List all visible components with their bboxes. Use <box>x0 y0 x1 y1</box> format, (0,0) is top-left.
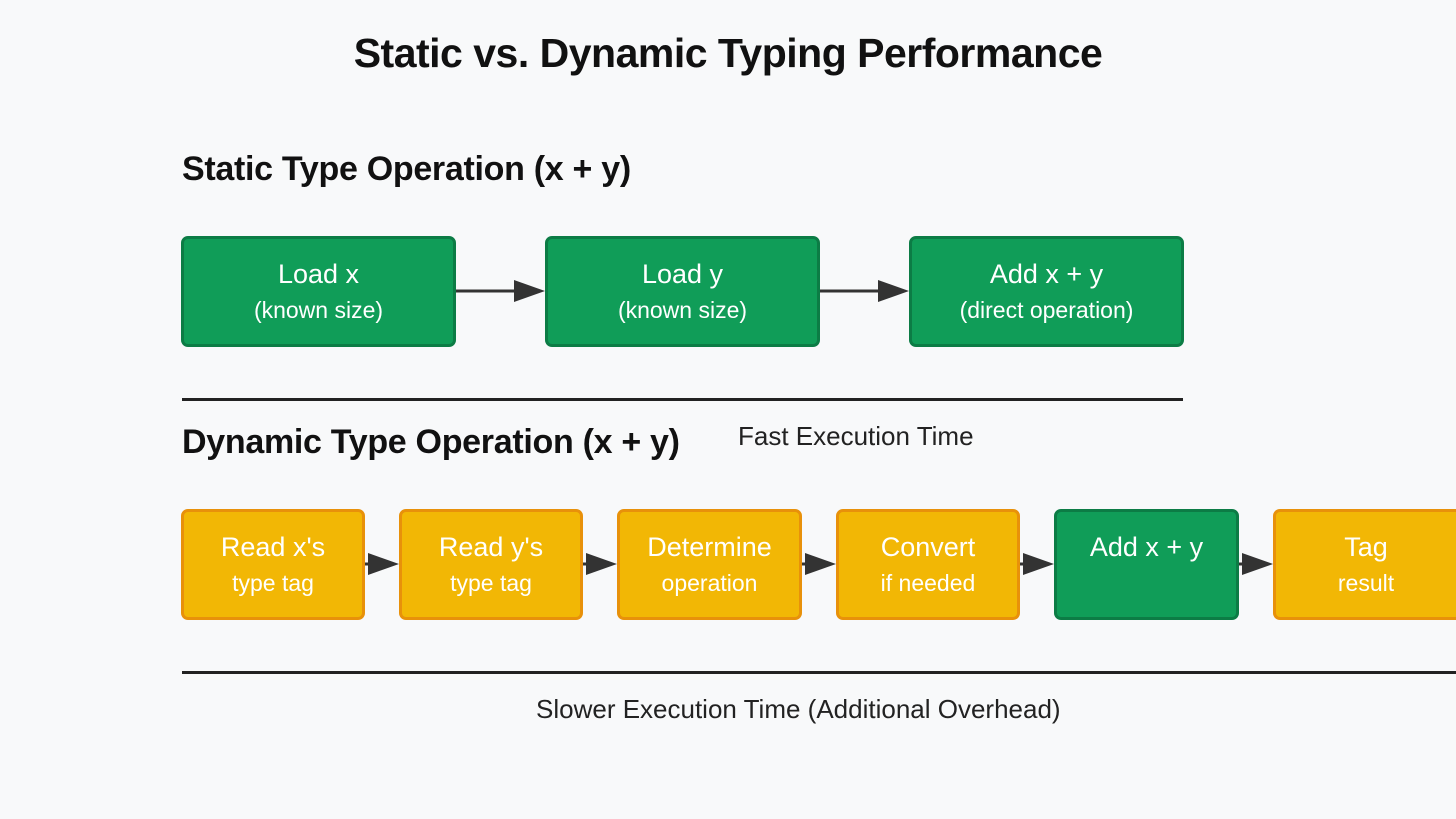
step-title: Load y <box>641 259 724 289</box>
step-title: Load x <box>277 259 360 289</box>
dynamic-caption: Slower Execution Time (Additional Overhe… <box>536 694 1061 724</box>
step-subtitle: type tag <box>232 570 314 596</box>
dynamic-step-read-y-tag: Read y's type tag <box>399 509 583 620</box>
step-title: Convert <box>880 532 976 562</box>
step-title: Read x's <box>220 532 326 562</box>
dynamic-section-heading: Dynamic Type Operation (x + y) <box>182 423 680 461</box>
dynamic-step-determine: Determine operation <box>617 509 802 620</box>
arrow-head <box>514 280 545 302</box>
step-subtitle: (known size) <box>617 297 748 323</box>
step-subtitle: operation <box>661 570 758 596</box>
dynamic-timeline-rule <box>182 671 1456 674</box>
static-step-load-x: Load x (known size) <box>181 236 456 347</box>
arrow-head <box>1242 553 1273 575</box>
arrow-head <box>368 553 399 575</box>
static-timeline-rule <box>182 398 1183 401</box>
step-title: Read y's <box>438 532 544 562</box>
static-caption: Fast Execution Time <box>738 421 974 451</box>
step-subtitle: type tag <box>450 570 532 596</box>
step-title: Tag <box>1344 532 1388 562</box>
static-step-load-y: Load y (known size) <box>545 236 820 347</box>
step-subtitle: result <box>1337 570 1395 596</box>
arrow-head <box>878 280 909 302</box>
step-title: Add x + y <box>1089 532 1204 562</box>
step-subtitle: if needed <box>880 570 976 596</box>
dynamic-step-read-x-tag: Read x's type tag <box>181 509 365 620</box>
step-subtitle: (direct operation) <box>959 297 1134 323</box>
step-title: Add x + y <box>989 259 1104 289</box>
step-title: Determine <box>647 532 772 562</box>
arrow-head <box>1023 553 1054 575</box>
arrow-head <box>805 553 836 575</box>
diagram-title: Static vs. Dynamic Typing Performance <box>353 30 1103 76</box>
dynamic-step-tag-result: Tag result <box>1273 509 1456 620</box>
dynamic-step-add: Add x + y <box>1054 509 1239 620</box>
dynamic-step-convert: Convert if needed <box>836 509 1020 620</box>
arrow-head <box>586 553 617 575</box>
step-subtitle: (known size) <box>253 297 384 323</box>
static-step-add: Add x + y (direct operation) <box>909 236 1184 347</box>
static-section-heading: Static Type Operation (x + y) <box>182 150 631 188</box>
